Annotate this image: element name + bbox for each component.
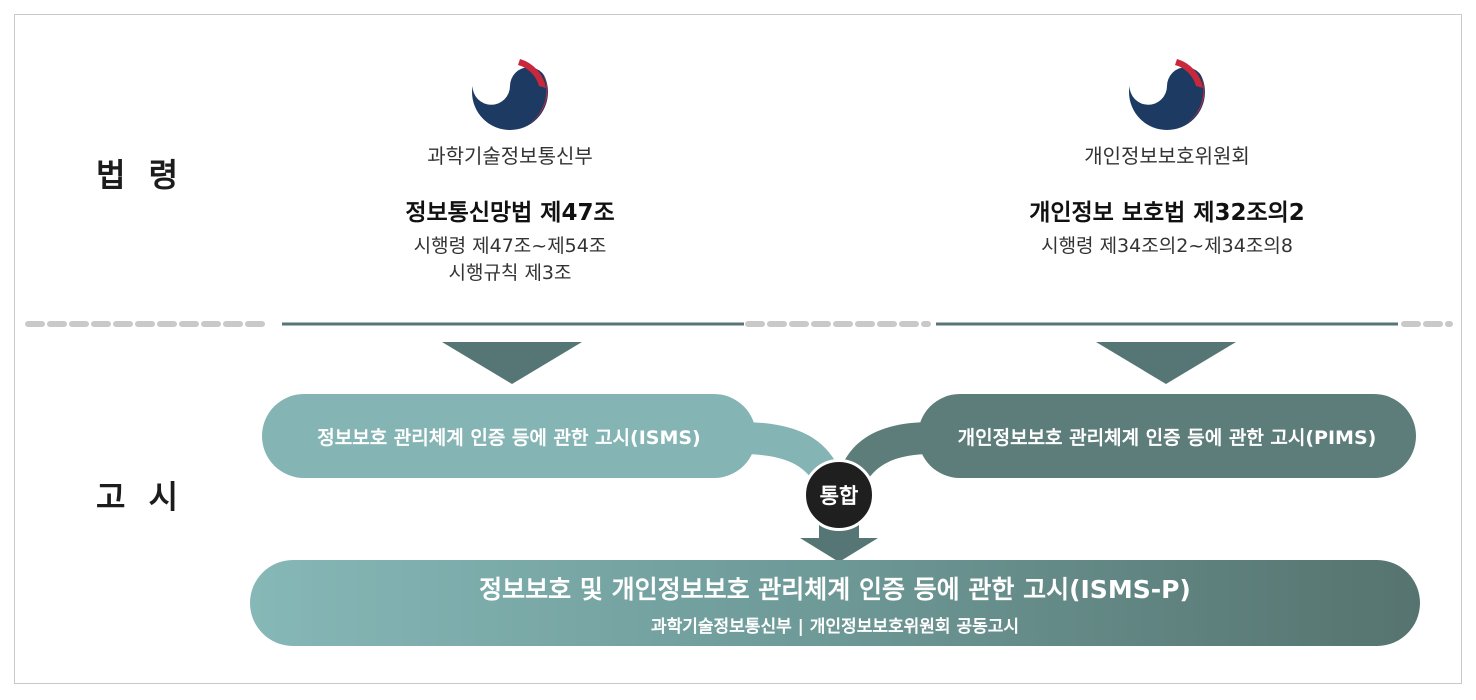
right-org-name: 개인정보보호위원회: [1084, 144, 1250, 168]
merge-down-arrow: [800, 520, 878, 562]
left-law-title: 정보통신망법 제47조: [405, 200, 615, 226]
diagram-frame: [14, 14, 1462, 684]
pims-notice-label: 개인정보보호 관리체계 인증 등에 관한 고시(PIMS): [957, 426, 1377, 449]
taegeuk-emblem-icon: [472, 52, 548, 130]
left-org-block: 과학기술정보통신부 정보통신망법 제47조 시행령 제47조~제54조 시행규칙…: [330, 52, 690, 287]
section-label-notice: 고 시: [96, 478, 185, 516]
left-law-sub1: 시행령 제47조~제54조: [413, 235, 607, 257]
merge-badge: 통합: [803, 459, 875, 531]
isms-p-notice-title: 정보보호 및 개인정보보호 관리체계 인증 등에 관한 고시(ISMS-P): [479, 574, 1191, 604]
right-law-title: 개인정보 보호법 제32조의2: [1029, 200, 1305, 226]
isms-notice-pill: 정보보호 관리체계 인증 등에 관한 고시(ISMS): [262, 394, 756, 478]
left-down-arrow: [442, 342, 582, 384]
section-label-law: 법 령: [96, 156, 185, 194]
merge-badge-label: 통합: [819, 484, 859, 508]
right-law-sub1: 시행령 제34조의2~제34조의8: [1041, 235, 1293, 257]
isms-p-notice-subtitle: 과학기술정보통신부 | 개인정보보호위원회 공동고시: [650, 616, 1020, 637]
isms-notice-label: 정보보호 관리체계 인증 등에 관한 고시(ISMS): [317, 426, 701, 449]
right-org-block: 개인정보보호위원회 개인정보 보호법 제32조의2 시행령 제34조의2~제34…: [987, 52, 1347, 260]
left-law-sub2: 시행규칙 제3조: [448, 262, 572, 284]
left-org-name: 과학기술정보통신부: [427, 144, 593, 168]
isms-p-notice-pill: 정보보호 및 개인정보보호 관리체계 인증 등에 관한 고시(ISMS-P) 과…: [250, 560, 1420, 646]
pims-notice-pill: 개인정보보호 관리체계 인증 등에 관한 고시(PIMS): [918, 394, 1416, 478]
taegeuk-emblem-icon: [1129, 52, 1205, 130]
right-down-arrow: [1096, 342, 1236, 384]
